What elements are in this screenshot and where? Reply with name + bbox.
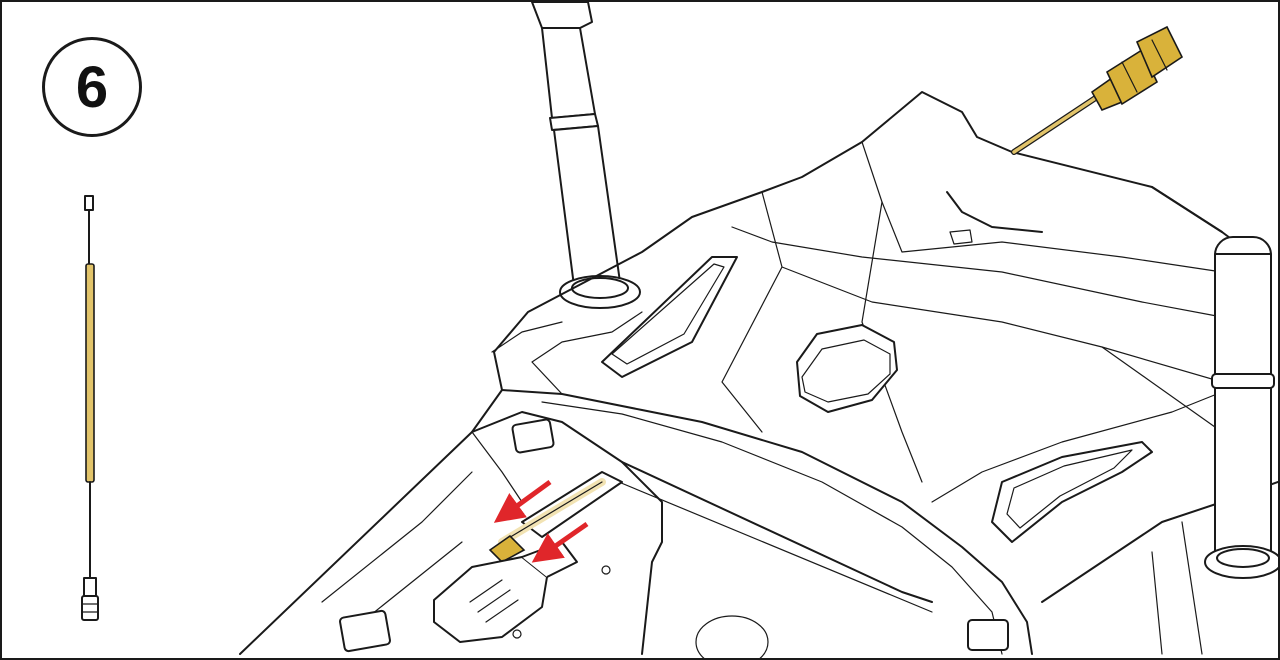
step-number: 6 [75,54,109,120]
clip-left [511,418,555,454]
cable-connector-body [83,577,97,597]
insert-direction-arrows [493,479,589,563]
insert-direction-arrow-upper [493,479,552,523]
center-button [796,324,898,413]
cable-plug [433,556,548,643]
antenna-mast-right [1204,236,1278,579]
brand-mark [946,191,1043,245]
cable-sleeve [85,263,95,483]
cable-tip [488,534,526,563]
cable-connector-nut [81,595,99,621]
step-number-badge: 6 [42,37,142,137]
insert-direction-arrow-lower [531,521,589,563]
clip-bottom-right [967,619,1009,651]
cable-tip-cap [84,195,94,211]
antenna-cable-part [81,195,99,621]
antenna-mast-left [531,2,641,309]
antenna-cable-installed [1011,25,1184,155]
compartment [321,411,1009,658]
connector-nut-2 [1135,25,1184,79]
controller-housing [239,91,1278,655]
clip-bottom-left [339,609,391,653]
top-slot-left [601,256,738,378]
connector-nut-1 [1105,48,1159,106]
top-slot-right [991,441,1153,543]
